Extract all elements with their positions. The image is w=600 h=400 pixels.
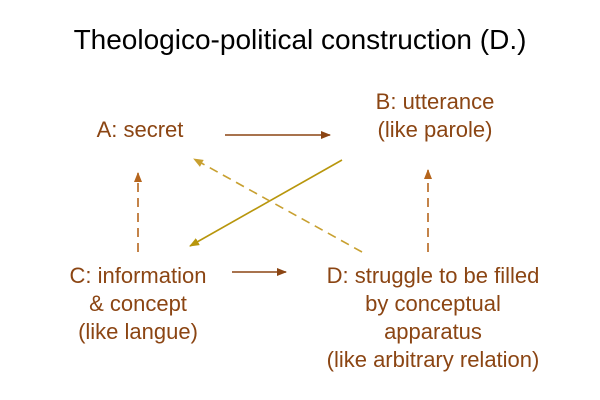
- edge-b-to-c: [189, 159, 343, 247]
- node-d-line: D: struggle to be filled: [326, 263, 540, 288]
- node-a-secret: A: secret: [60, 116, 220, 144]
- node-c-line: (like langue): [78, 319, 198, 344]
- node-b-line: B: utterance: [375, 89, 495, 114]
- node-d-line: by conceptual: [365, 291, 501, 316]
- edge-d-to-a: [193, 158, 363, 253]
- node-c-line: & concept: [89, 291, 187, 316]
- node-d-line: (like arbitrary relation): [326, 347, 540, 372]
- node-d-line: apparatus: [384, 319, 482, 344]
- node-c-information: C: information & concept (like langue): [28, 262, 248, 346]
- diagram-title: Theologico-political construction (D.): [73, 24, 527, 55]
- node-d-struggle: D: struggle to be filled by conceptual a…: [278, 262, 588, 374]
- node-b-line: (like parole): [377, 117, 493, 142]
- node-c-line: C: information: [69, 263, 207, 288]
- node-b-utterance: B: utterance (like parole): [335, 88, 535, 144]
- node-a-line: A: secret: [96, 117, 184, 142]
